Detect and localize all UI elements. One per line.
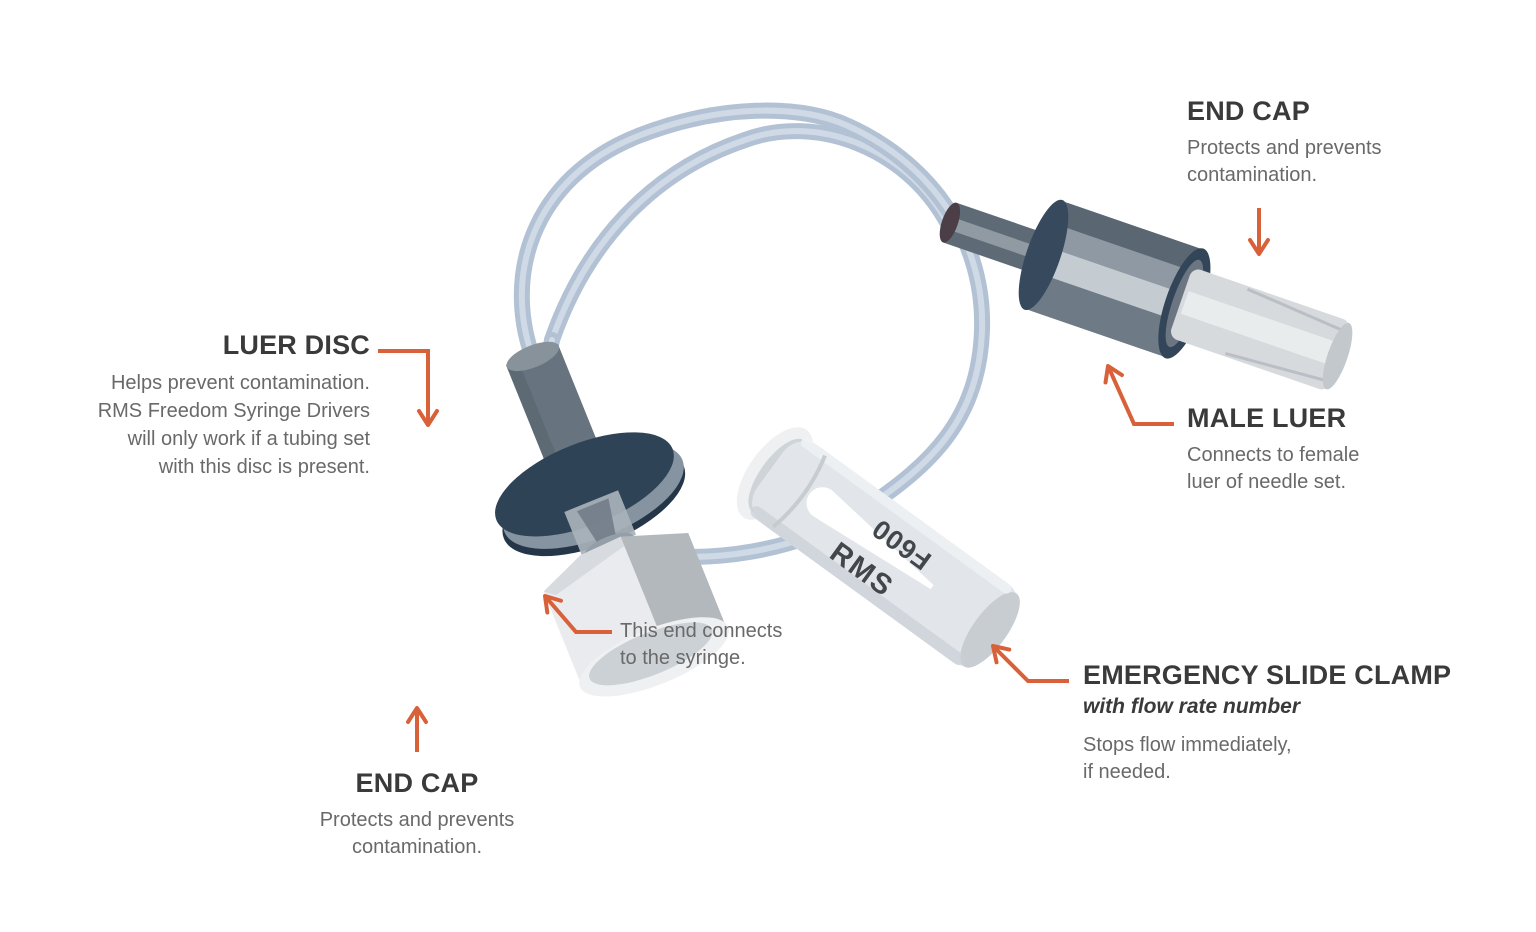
clamp-top-highlight bbox=[800, 437, 1012, 594]
callout-male-luer: MALE LUER Connects to female luer of nee… bbox=[1187, 403, 1417, 496]
arrow-luer-disc bbox=[378, 349, 439, 427]
clamp-ridge bbox=[771, 454, 827, 529]
tube-inner-strand-highlight bbox=[549, 128, 950, 343]
clamp-bottom-shade bbox=[750, 506, 965, 666]
callout-end-cap-top: END CAP Protects and prevents contaminat… bbox=[1187, 96, 1417, 189]
end-cap-top-desc-line2: contamination. bbox=[1187, 164, 1318, 186]
arrow-male-luer bbox=[1103, 364, 1174, 426]
arrow-syringe-end bbox=[543, 594, 612, 634]
end-cap-bottom-desc-line1: Protects and prevents bbox=[319, 809, 515, 831]
end-cap-top-title: END CAP bbox=[1187, 96, 1310, 126]
slide-clamp-illustration: F600 RMS bbox=[736, 427, 1020, 668]
end-cap-top-desc-line1: Protects and prevents bbox=[1187, 137, 1382, 159]
end-cap-bottom-title: END CAP bbox=[355, 768, 479, 798]
male-luer-desc-line1: Connects to female bbox=[1187, 444, 1360, 466]
slide-clamp-subtitle: with flow rate number bbox=[1083, 695, 1301, 718]
callout-syringe-end: This end connects to the syringe. bbox=[620, 618, 840, 672]
male-luer-connector-tip bbox=[939, 202, 961, 243]
callout-arrows bbox=[378, 208, 1270, 752]
luer-disc-title: LUER DISC bbox=[222, 330, 370, 360]
slide-clamp-desc-line2: if needed. bbox=[1083, 761, 1171, 783]
callout-luer-disc: LUER DISC Helps prevent contamination. R… bbox=[70, 330, 370, 481]
luer-disc-assembly bbox=[495, 341, 730, 697]
end-cap-bottom-desc-line2: contamination. bbox=[351, 836, 483, 858]
male-luer-assembly bbox=[939, 199, 1353, 390]
luer-disc-desc-line4: with this disc is present. bbox=[158, 456, 370, 478]
arrow-slide-clamp bbox=[991, 644, 1069, 683]
luer-disc-desc-line2: RMS Freedom Syringe Drivers bbox=[97, 400, 370, 422]
slide-clamp-title: EMERGENCY SLIDE CLAMP bbox=[1083, 660, 1452, 690]
male-luer-desc-line2: luer of needle set. bbox=[1187, 471, 1346, 493]
end-cap-bottom-illustration bbox=[543, 533, 730, 697]
end-cap-top-illustration bbox=[1170, 269, 1353, 390]
luer-disc-desc-line3: will only work if a tubing set bbox=[127, 428, 370, 450]
slide-clamp-desc-line1: Stops flow immediately, bbox=[1083, 734, 1292, 756]
syringe-end-connector-top bbox=[506, 341, 560, 372]
male-luer-title: MALE LUER bbox=[1187, 403, 1347, 433]
clamp-right-end bbox=[960, 592, 1020, 668]
clamp-keyhole-slot bbox=[806, 487, 934, 590]
callout-end-cap-bottom: END CAP Protects and prevents contaminat… bbox=[307, 768, 527, 861]
luer-disc-desc-line1: Helps prevent contamination. bbox=[110, 372, 370, 394]
syringe-end-desc-line2: to the syringe. bbox=[620, 647, 746, 669]
callout-slide-clamp: EMERGENCY SLIDE CLAMP with flow rate num… bbox=[1083, 660, 1463, 786]
syringe-end-desc-line1: This end connects bbox=[620, 620, 783, 642]
